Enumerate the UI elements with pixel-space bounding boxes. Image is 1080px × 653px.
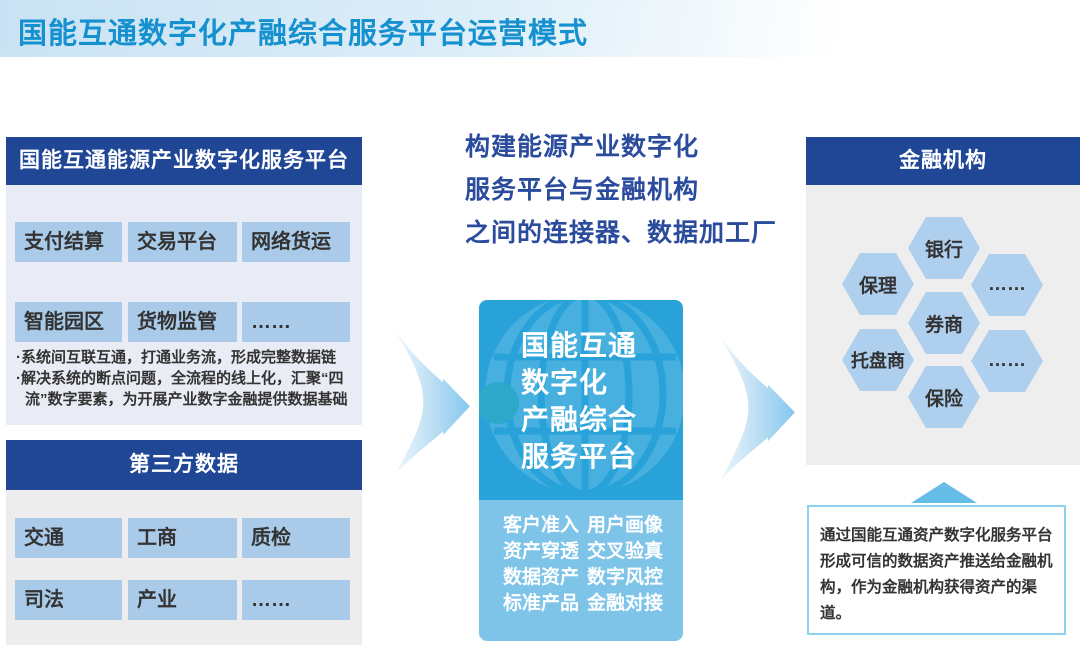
capability-row: 资产穿透交叉验真 — [503, 541, 683, 562]
left-platform-panel: 国能互通能源产业数字化服务平台 支付结算 交易平台 网络货运 智能园区 货物监管… — [6, 137, 362, 425]
capability-row: 标准产品金融对接 — [503, 593, 683, 614]
chip-trading-platform: 交易平台 — [128, 222, 237, 262]
globe-node-dot — [479, 382, 519, 424]
left-platform-panel-header: 国能互通能源产业数字化服务平台 — [6, 137, 362, 185]
hexagon-ellipsis-bottom: …… — [971, 330, 1043, 392]
center-heading: 构建能源产业数字化 服务平台与金融机构 之间的连接器、数据加工厂 — [465, 126, 835, 255]
chip-justice: 司法 — [15, 580, 122, 620]
platform-box-title: 国能互通 数字化 产融综合 服务平台 — [521, 327, 637, 475]
capability-item: 数字风控 — [587, 567, 664, 588]
center-heading-line: 构建能源产业数字化 — [465, 133, 700, 161]
page-title: 国能互通数字化产融综合服务平台运营模式 — [18, 18, 589, 50]
globe-icon — [485, 300, 683, 498]
chip-smart-park: 智能园区 — [15, 302, 122, 342]
title-background-band — [0, 0, 1080, 57]
third-party-data-header: 第三方数据 — [6, 440, 362, 490]
note-box: 通过国能互通资产数字化服务平台形成可信的数据资产推送给金融机构，作为金融机构获得… — [807, 505, 1066, 635]
bullet-line: ·解决系统的断点问题，全流程的线上化，汇聚“四流”数字要素，为开展产业数字金融提… — [16, 370, 348, 408]
third-party-data-body: 交通 工商 质检 司法 产业 …… — [6, 490, 362, 645]
swoosh-arrow-right-icon — [719, 336, 795, 479]
platform-box-top: 国能互通 数字化 产融综合 服务平台 — [479, 300, 683, 500]
capability-row: 客户准入用户画像 — [503, 515, 683, 536]
financial-institutions-body: 银行 保理 …… 券商 托盘商 …… 保险 — [806, 185, 1080, 465]
third-party-data-panel: 第三方数据 交通 工商 质检 司法 产业 …… — [6, 440, 362, 645]
chip-quality-inspection: 质检 — [242, 518, 350, 558]
capability-item: 资产穿透 — [503, 541, 580, 562]
chip-transport: 交通 — [15, 518, 122, 558]
capability-item: 数据资产 — [503, 567, 580, 588]
chip-network-freight: 网络货运 — [242, 222, 350, 262]
capability-item: 用户画像 — [587, 515, 664, 536]
chip-cargo-supervision: 货物监管 — [128, 302, 237, 342]
hexagon-securities: 券商 — [908, 292, 980, 354]
up-arrow-icon — [911, 482, 977, 503]
chip-industry: 产业 — [128, 580, 237, 620]
hexagon-factoring: 保理 — [842, 253, 914, 315]
left-platform-panel-body: 支付结算 交易平台 网络货运 智能园区 货物监管 …… ·系统间互联互通，打通业… — [6, 185, 362, 425]
hexagon-pallet-merchant: 托盘商 — [842, 329, 914, 391]
capability-row: 数据资产数字风控 — [503, 567, 683, 588]
bullet-line: ·系统间互联互通，打通业务流，形成完整数据链 — [16, 349, 336, 366]
swoosh-arrow-left-icon — [394, 330, 470, 473]
platform-title-line: 数字化 — [521, 367, 609, 398]
financial-institutions-panel: 金融机构 银行 保理 …… 券商 托盘商 …… 保险 — [806, 137, 1080, 465]
chip-ellipsis-data: …… — [242, 580, 350, 620]
platform-title-line: 国能互通 — [521, 330, 638, 361]
chip-ellipsis-services: …… — [242, 302, 350, 342]
platform-box: 国能互通 数字化 产融综合 服务平台 客户准入用户画像 资产穿透交叉验真 数据资… — [479, 300, 683, 641]
center-heading-line: 之间的连接器、数据加工厂 — [465, 219, 778, 247]
capability-item: 金融对接 — [587, 593, 664, 614]
platform-description-bullets: ·系统间互联互通，打通业务流，形成完整数据链 ·解决系统的断点问题，全流程的线上… — [11, 347, 359, 410]
capability-item: 客户准入 — [503, 515, 580, 536]
chip-payment-settlement: 支付结算 — [15, 222, 122, 262]
capability-item: 标准产品 — [503, 593, 580, 614]
hexagon-bank: 银行 — [908, 217, 980, 279]
platform-title-line: 服务平台 — [521, 441, 638, 472]
center-heading-line: 服务平台与金融机构 — [465, 176, 700, 204]
hexagon-insurance: 保险 — [908, 366, 980, 428]
financial-institutions-header: 金融机构 — [806, 137, 1080, 185]
platform-box-capabilities: 客户准入用户画像 资产穿透交叉验真 数据资产数字风控 标准产品金融对接 — [479, 500, 683, 641]
platform-title-line: 产融综合 — [521, 404, 638, 435]
hexagon-ellipsis-top: …… — [971, 254, 1043, 316]
capability-item: 交叉验真 — [587, 541, 664, 562]
chip-commerce: 工商 — [128, 518, 237, 558]
